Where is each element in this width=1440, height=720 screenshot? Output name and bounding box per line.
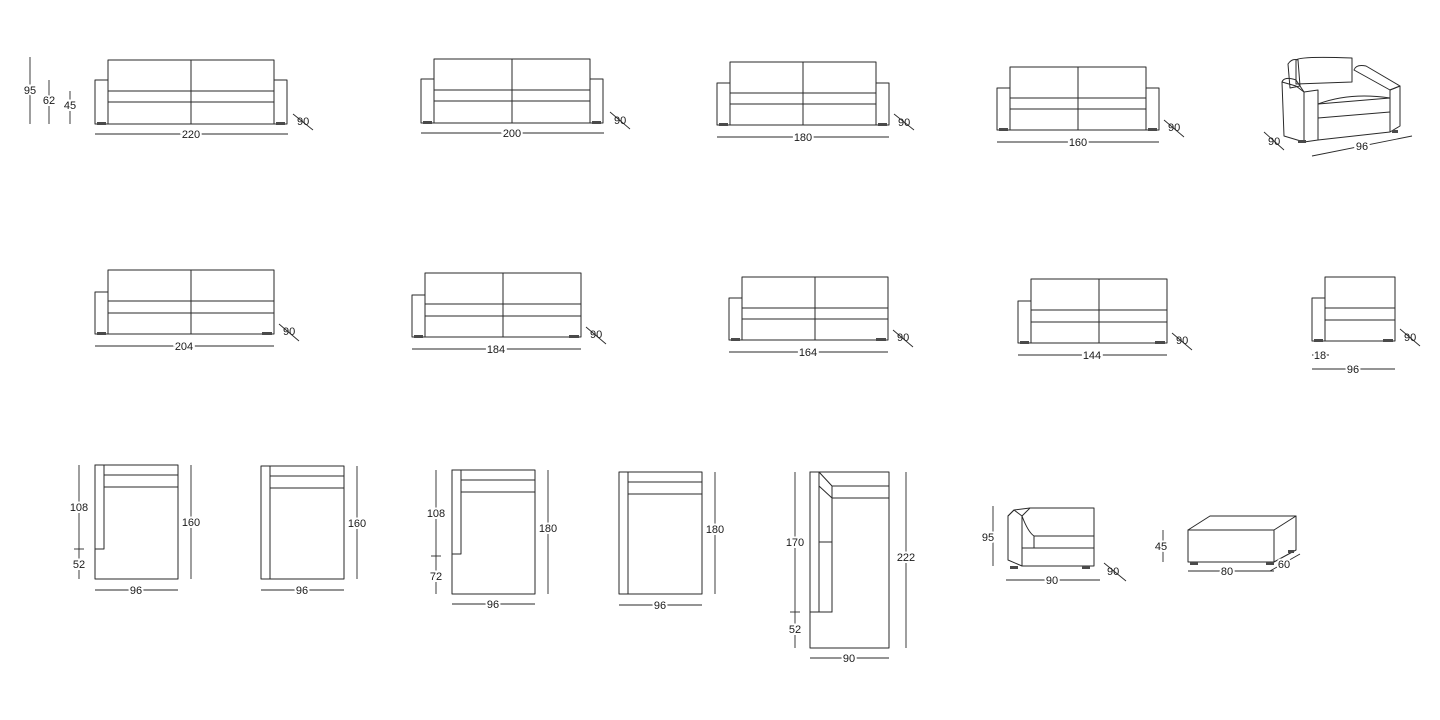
sofa-204-elevation: 204 90 bbox=[94, 269, 300, 355]
width-label: 90 bbox=[843, 653, 855, 665]
sofa-184-elevation: 184 90 bbox=[411, 272, 607, 358]
sofa-220-dimensions: 95 62 45 220 90 bbox=[22, 57, 314, 143]
sofa-160-drawing bbox=[996, 66, 1160, 131]
armchair-perspective: 90 96 bbox=[1263, 56, 1413, 157]
depth-label: 90 bbox=[897, 332, 909, 344]
sofa-160-elevation: 160 90 bbox=[996, 66, 1185, 151]
sofa-164-drawing bbox=[728, 276, 889, 341]
chaise-180-drawing bbox=[451, 469, 536, 595]
corner-chaise-dimensions: 170 52 222 90 bbox=[784, 472, 917, 667]
sofa-200-elevation: 200 90 bbox=[420, 58, 631, 142]
width-label: 144 bbox=[1083, 350, 1101, 362]
corner-chaise-222-plan: 170 52 222 90 bbox=[784, 471, 917, 667]
sofa-220-drawing bbox=[94, 59, 288, 125]
depth-label: 90 bbox=[1268, 136, 1280, 148]
depth-label: 90 bbox=[297, 116, 309, 128]
width-label: 96 bbox=[1356, 141, 1368, 153]
depth-label: 60 bbox=[1278, 559, 1290, 571]
width-label: 160 bbox=[1069, 137, 1087, 149]
width-label: 164 bbox=[799, 347, 817, 359]
corner-module-perspective: 95 90 90 bbox=[980, 506, 1127, 589]
length-label: 180 bbox=[539, 523, 557, 535]
width-label: 96 bbox=[1347, 364, 1359, 376]
corner-chaise-drawing bbox=[809, 471, 890, 649]
chaise-160-b-dimensions: 160 96 bbox=[261, 466, 368, 599]
upper-length-label: 108 bbox=[427, 508, 445, 520]
length-label: 160 bbox=[182, 517, 200, 529]
height-label: 45 bbox=[1155, 541, 1167, 553]
sofa-200-dimensions: 200 90 bbox=[421, 111, 631, 142]
chaise-160-with-arm-plan: 108 52 160 96 bbox=[68, 464, 202, 599]
sofa-164-elevation: 164 90 bbox=[728, 276, 914, 361]
corner-module-dimensions: 95 90 90 bbox=[980, 506, 1127, 589]
depth-label: 90 bbox=[1176, 335, 1188, 347]
length-label: 160 bbox=[348, 518, 366, 530]
armchair-dimensions: 90 96 bbox=[1263, 131, 1413, 157]
chaise-180-b-dimensions: 180 96 bbox=[619, 472, 726, 614]
chaise-160-dimensions: 108 52 160 96 bbox=[68, 465, 202, 599]
lower-length-label: 72 bbox=[430, 571, 442, 583]
ottoman-perspective: 45 80 60 bbox=[1153, 515, 1301, 580]
sofa-160-dimensions: 160 90 bbox=[997, 119, 1185, 151]
width-label: 80 bbox=[1221, 566, 1233, 578]
depth-label: 90 bbox=[1107, 566, 1119, 578]
sofa-184-drawing bbox=[411, 272, 582, 338]
width-label: 200 bbox=[503, 128, 521, 140]
upper-length-label: 108 bbox=[70, 502, 88, 514]
lower-length-label: 52 bbox=[73, 559, 85, 571]
height-label: 95 bbox=[982, 532, 994, 544]
sofa-204-dimensions: 204 90 bbox=[95, 323, 300, 355]
armchair-drawing bbox=[1281, 56, 1401, 143]
arm-width-label: 18 bbox=[1314, 350, 1326, 362]
depth-label: 90 bbox=[283, 326, 295, 338]
module-96-drawing bbox=[1311, 276, 1396, 342]
width-label: 180 bbox=[794, 132, 812, 144]
height-label: 95 bbox=[24, 85, 36, 97]
width-label: 96 bbox=[654, 600, 666, 612]
corner-module-drawing bbox=[1007, 507, 1095, 569]
chaise-180-dimensions: 108 72 180 96 bbox=[425, 470, 559, 613]
depth-label: 90 bbox=[614, 115, 626, 127]
chaise-180-plan: 180 96 bbox=[618, 471, 726, 614]
seat-back-height-label: 62 bbox=[43, 95, 55, 107]
ottoman-dimensions: 45 80 60 bbox=[1153, 530, 1301, 580]
depth-label: 90 bbox=[590, 329, 602, 341]
width-label: 96 bbox=[487, 599, 499, 611]
lower-length-label: 52 bbox=[789, 624, 801, 636]
sofa-180-drawing bbox=[716, 61, 890, 126]
chaise-160-drawing bbox=[94, 464, 179, 580]
ottoman-drawing bbox=[1187, 515, 1297, 565]
sofa-180-elevation: 180 90 bbox=[716, 61, 915, 146]
sofa-200-drawing bbox=[420, 58, 604, 124]
sofa-184-dimensions: 184 90 bbox=[412, 326, 607, 358]
sofa-164-dimensions: 164 90 bbox=[729, 329, 914, 361]
chaise-180-with-arm-plan: 108 72 180 96 bbox=[425, 469, 559, 613]
depth-label: 90 bbox=[898, 117, 910, 129]
length-label: 180 bbox=[706, 524, 724, 536]
sofa-180-dimensions: 180 90 bbox=[717, 113, 915, 146]
sofa-144-elevation: 144 90 bbox=[1017, 278, 1193, 364]
sofa-204-drawing bbox=[94, 269, 275, 335]
width-label: 184 bbox=[487, 344, 505, 356]
upper-length-label: 170 bbox=[786, 537, 804, 549]
sofa-220-elevation: 95 62 45 220 90 bbox=[22, 57, 314, 143]
depth-label: 90 bbox=[1404, 332, 1416, 344]
seat-height-label: 45 bbox=[64, 100, 76, 112]
module-96-dimensions: 18 96 90 bbox=[1312, 328, 1421, 378]
sofa-144-drawing bbox=[1017, 278, 1168, 344]
width-label: 96 bbox=[130, 585, 142, 597]
depth-label: 90 bbox=[1168, 122, 1180, 134]
sofa-144-dimensions: 144 90 bbox=[1018, 332, 1193, 364]
chaise-180-b-drawing bbox=[618, 471, 703, 595]
chaise-160-b-drawing bbox=[260, 465, 345, 580]
length-label: 222 bbox=[897, 552, 915, 564]
module-96-elevation: 18 96 90 bbox=[1311, 276, 1421, 378]
width-label: 90 bbox=[1046, 575, 1058, 587]
width-label: 220 bbox=[182, 129, 200, 141]
chaise-160-plan: 160 96 bbox=[260, 465, 368, 599]
width-label: 204 bbox=[175, 341, 193, 353]
width-label: 96 bbox=[296, 585, 308, 597]
